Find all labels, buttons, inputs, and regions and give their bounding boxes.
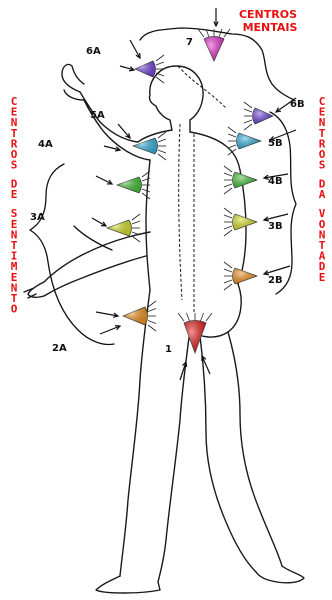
energy-cone-shade bbox=[135, 61, 156, 77]
energy-cone-shade bbox=[117, 177, 142, 193]
energy-ray bbox=[156, 77, 164, 83]
label-3b: 3B bbox=[268, 221, 283, 232]
energy-ray bbox=[224, 188, 232, 194]
label-6b: 6B bbox=[290, 99, 305, 110]
energy-ray bbox=[228, 134, 236, 137]
energy-ray bbox=[228, 145, 236, 148]
lower-hand bbox=[24, 282, 44, 298]
label-2b: 2B bbox=[268, 275, 283, 286]
energy-ray bbox=[224, 284, 232, 290]
energy-ray bbox=[158, 154, 166, 160]
energy-ray bbox=[148, 309, 156, 312]
energy-ray bbox=[244, 102, 252, 108]
label-6a: 6A bbox=[86, 46, 101, 57]
energy-ray bbox=[224, 280, 232, 283]
energy-arrow bbox=[130, 40, 140, 58]
energy-center-6b bbox=[244, 102, 273, 130]
energy-ray bbox=[132, 214, 140, 220]
energy-ray bbox=[178, 313, 184, 321]
back-leg bbox=[200, 332, 282, 572]
energy-ray bbox=[156, 62, 164, 65]
energy-ray bbox=[132, 221, 140, 224]
label-5a: 5A bbox=[90, 110, 105, 121]
energy-ray bbox=[228, 149, 236, 155]
raised-hand bbox=[62, 64, 84, 100]
mental-title-line1: CENTROS bbox=[239, 8, 297, 21]
energy-ray bbox=[187, 313, 190, 321]
energy-ray bbox=[201, 313, 204, 321]
front-channel bbox=[179, 124, 182, 300]
energy-ray bbox=[244, 124, 252, 130]
energy-ray bbox=[224, 208, 232, 214]
label-7: 7 bbox=[186, 37, 193, 48]
energy-ray bbox=[224, 166, 232, 172]
front-leg bbox=[120, 290, 190, 582]
energy-cone-shade bbox=[133, 138, 158, 154]
energy-ray bbox=[148, 325, 156, 331]
mental-title-line2: MENTAIS bbox=[243, 21, 298, 34]
energy-ray bbox=[224, 173, 232, 176]
energy-cone-shade bbox=[204, 37, 224, 62]
energy-center-4a bbox=[117, 171, 150, 199]
label-4b: 4B bbox=[268, 176, 283, 187]
energy-ray bbox=[158, 139, 166, 142]
raised-arm bbox=[80, 92, 150, 160]
energy-ray bbox=[142, 193, 150, 199]
label-1: 1 bbox=[165, 344, 172, 355]
human-figure bbox=[24, 64, 304, 593]
energy-arrow bbox=[264, 266, 290, 274]
energy-center-7 bbox=[198, 29, 230, 61]
energy-cone-shade bbox=[107, 220, 132, 236]
energy-ray bbox=[206, 313, 212, 321]
energy-center-3b bbox=[224, 208, 257, 236]
energy-ray bbox=[228, 127, 236, 133]
mental-centers-title: CENTROS MENTAIS bbox=[239, 8, 298, 34]
energy-ray bbox=[244, 120, 252, 123]
energy-cone-shade bbox=[237, 133, 262, 149]
center-labels: 7 6A 6B 5A 5B 4A 4B 3A 3B 2A 2B 1 bbox=[30, 37, 305, 355]
head-outline bbox=[149, 66, 203, 132]
energy-center-2a bbox=[123, 301, 156, 331]
energy-center-2b bbox=[224, 262, 257, 290]
label-2a: 2A bbox=[52, 343, 67, 354]
energy-ray bbox=[224, 226, 232, 229]
front-foot bbox=[96, 576, 160, 593]
energy-center-6a bbox=[135, 55, 164, 83]
energy-ray bbox=[148, 321, 156, 324]
energy-ray bbox=[132, 236, 140, 242]
energy-center-1 bbox=[178, 313, 212, 353]
energy-ray bbox=[158, 150, 166, 153]
feeling-brace-bottom bbox=[30, 230, 114, 344]
label-3a: 3A bbox=[30, 212, 45, 223]
energy-ray bbox=[244, 109, 252, 112]
energy-center-5b bbox=[228, 127, 261, 155]
label-4a: 4A bbox=[38, 139, 53, 150]
energy-cone-shade bbox=[253, 108, 274, 124]
will-title-word2: DA bbox=[319, 178, 326, 202]
feeling-title-word1: CENTROS bbox=[11, 95, 18, 172]
energy-ray bbox=[224, 262, 232, 268]
energy-ray bbox=[142, 189, 150, 192]
lower-arm bbox=[44, 232, 150, 296]
energy-ray bbox=[148, 301, 156, 307]
label-5b: 5B bbox=[268, 138, 283, 149]
energy-ray bbox=[224, 215, 232, 218]
back-foot bbox=[256, 566, 304, 583]
energy-ray bbox=[224, 230, 232, 236]
energy-ray bbox=[224, 269, 232, 272]
energy-cone-shade bbox=[123, 307, 148, 325]
energy-ray bbox=[156, 55, 164, 61]
arm-brace bbox=[74, 226, 112, 250]
will-title-word3: VONTADE bbox=[319, 207, 326, 284]
energy-cone-shade bbox=[233, 172, 258, 188]
energy-cone-shade bbox=[233, 214, 258, 230]
energy-ray bbox=[224, 184, 232, 187]
energy-cone-shade bbox=[233, 268, 258, 284]
